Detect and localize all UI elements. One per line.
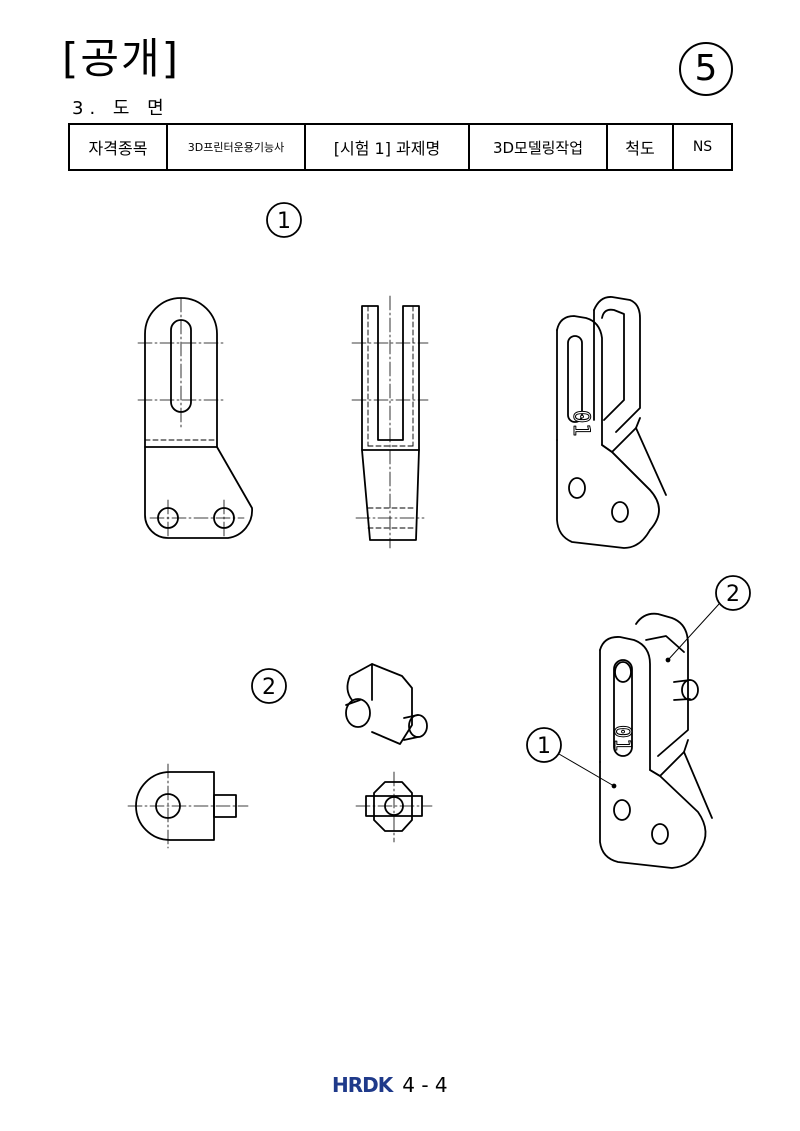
part1-label-text: 1	[277, 209, 291, 234]
assembly-callout-1-text: 1	[537, 734, 551, 759]
assembly-callout-2-text: 2	[726, 582, 740, 607]
qualification-value-cell: 3D프린터운용기능사	[166, 123, 306, 171]
task-value-cell: 3D모델링작업	[468, 123, 608, 171]
part1-label-balloon: 1	[266, 202, 302, 238]
sheet-number-badge: 5	[679, 42, 733, 96]
assembly-callout-2: 2	[665, 575, 751, 663]
scale-value-cell: NS	[672, 123, 733, 171]
task-label-cell: [시험 1] 과제명	[304, 123, 470, 171]
page-title: [공개]	[62, 34, 181, 83]
hrdk-logo: HRDK	[332, 1073, 393, 1097]
part2-label-balloon: 2	[251, 668, 287, 704]
assembly-engraved-text: 01	[609, 725, 634, 752]
assembly-isometric-view: 01	[599, 612, 713, 869]
page-footer: HRDK 4 - 4	[332, 1073, 448, 1097]
scale-label-cell: 척도	[606, 123, 674, 171]
assembly-callout-1: 1	[526, 727, 617, 789]
part1-front-view	[137, 297, 253, 539]
part2-top-view	[355, 771, 433, 843]
part2-label-text: 2	[262, 675, 276, 700]
section-subtitle: 3. 도 면	[72, 98, 170, 119]
part1-isometric-view: 01	[556, 296, 667, 549]
part2-isometric-view	[345, 663, 428, 745]
page-number: 4 - 4	[402, 1073, 448, 1097]
part1-engraved-text: 01	[568, 410, 593, 437]
part1-side-view	[351, 295, 429, 549]
part2-front-view	[127, 763, 249, 849]
title-block-table: 자격종목 3D프린터운용기능사 [시험 1] 과제명 3D모델링작업 척도 NS	[68, 123, 733, 171]
qualification-label-cell: 자격종목	[68, 123, 168, 171]
